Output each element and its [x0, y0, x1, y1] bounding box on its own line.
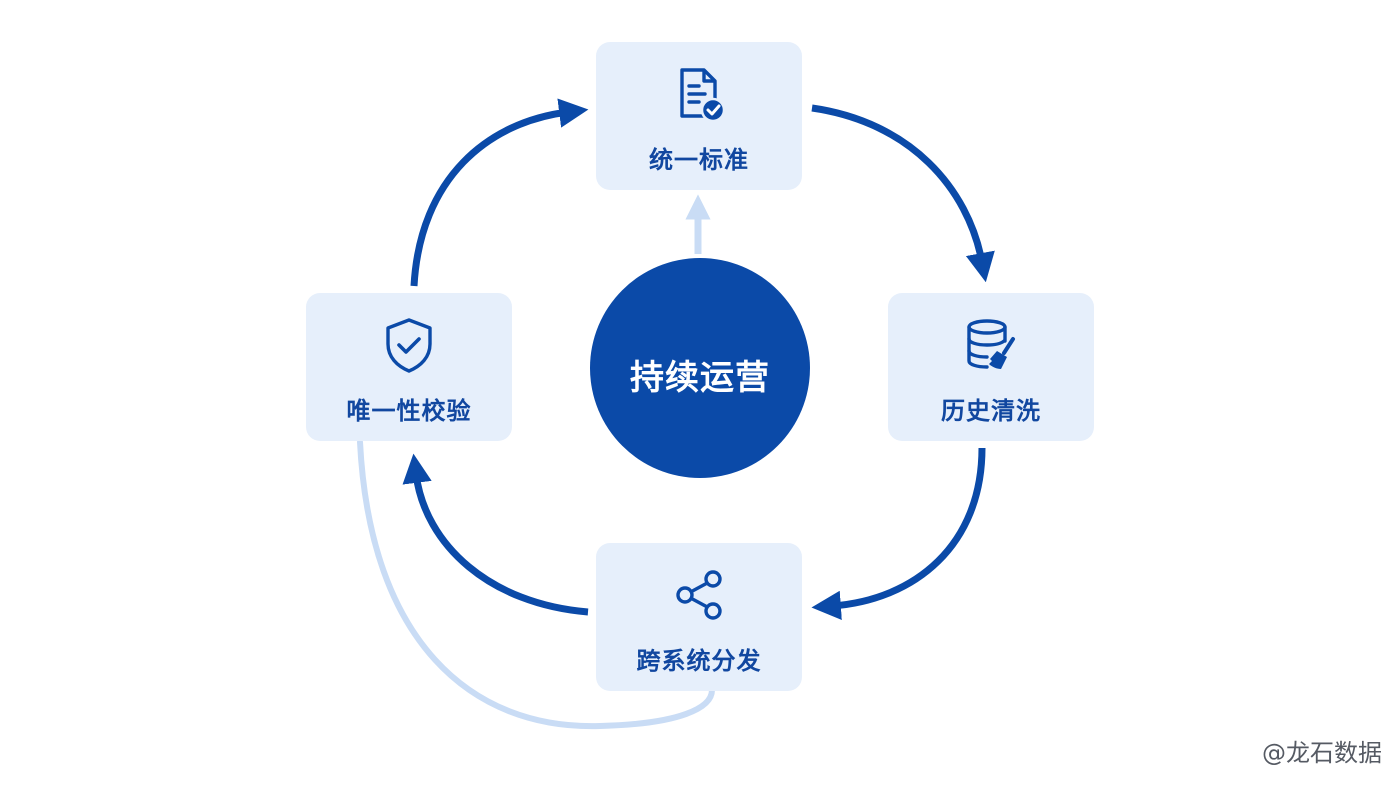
- node-unified-standard: 统一标准: [596, 42, 802, 190]
- center-label: 持续运营: [630, 358, 770, 398]
- arrow-top-to-right: [811, 104, 995, 283]
- arrow-right-to-bottom: [811, 447, 986, 621]
- node-label: 统一标准: [649, 146, 749, 174]
- node-label: 跨系统分发: [636, 647, 762, 675]
- document-check-icon: [680, 68, 726, 123]
- node-uniqueness-check: 唯一性校验: [306, 293, 512, 441]
- arrow-bottom-to-left: [402, 453, 589, 616]
- database-broom-icon: [967, 319, 1015, 369]
- node-label: 历史清洗: [941, 397, 1041, 425]
- shield-check-icon: [386, 318, 432, 373]
- feedback-loop-arrow: [357, 439, 715, 730]
- arrow-left-to-top: [410, 98, 589, 287]
- node-history-cleaning: 历史清洗: [888, 293, 1094, 441]
- node-cross-system-distribution: 跨系统分发: [596, 543, 802, 691]
- center-hub: 持续运营: [590, 258, 810, 478]
- watermark: @龙石数据: [1262, 739, 1382, 767]
- node-label: 唯一性校验: [346, 397, 472, 425]
- share-icon: [676, 570, 722, 620]
